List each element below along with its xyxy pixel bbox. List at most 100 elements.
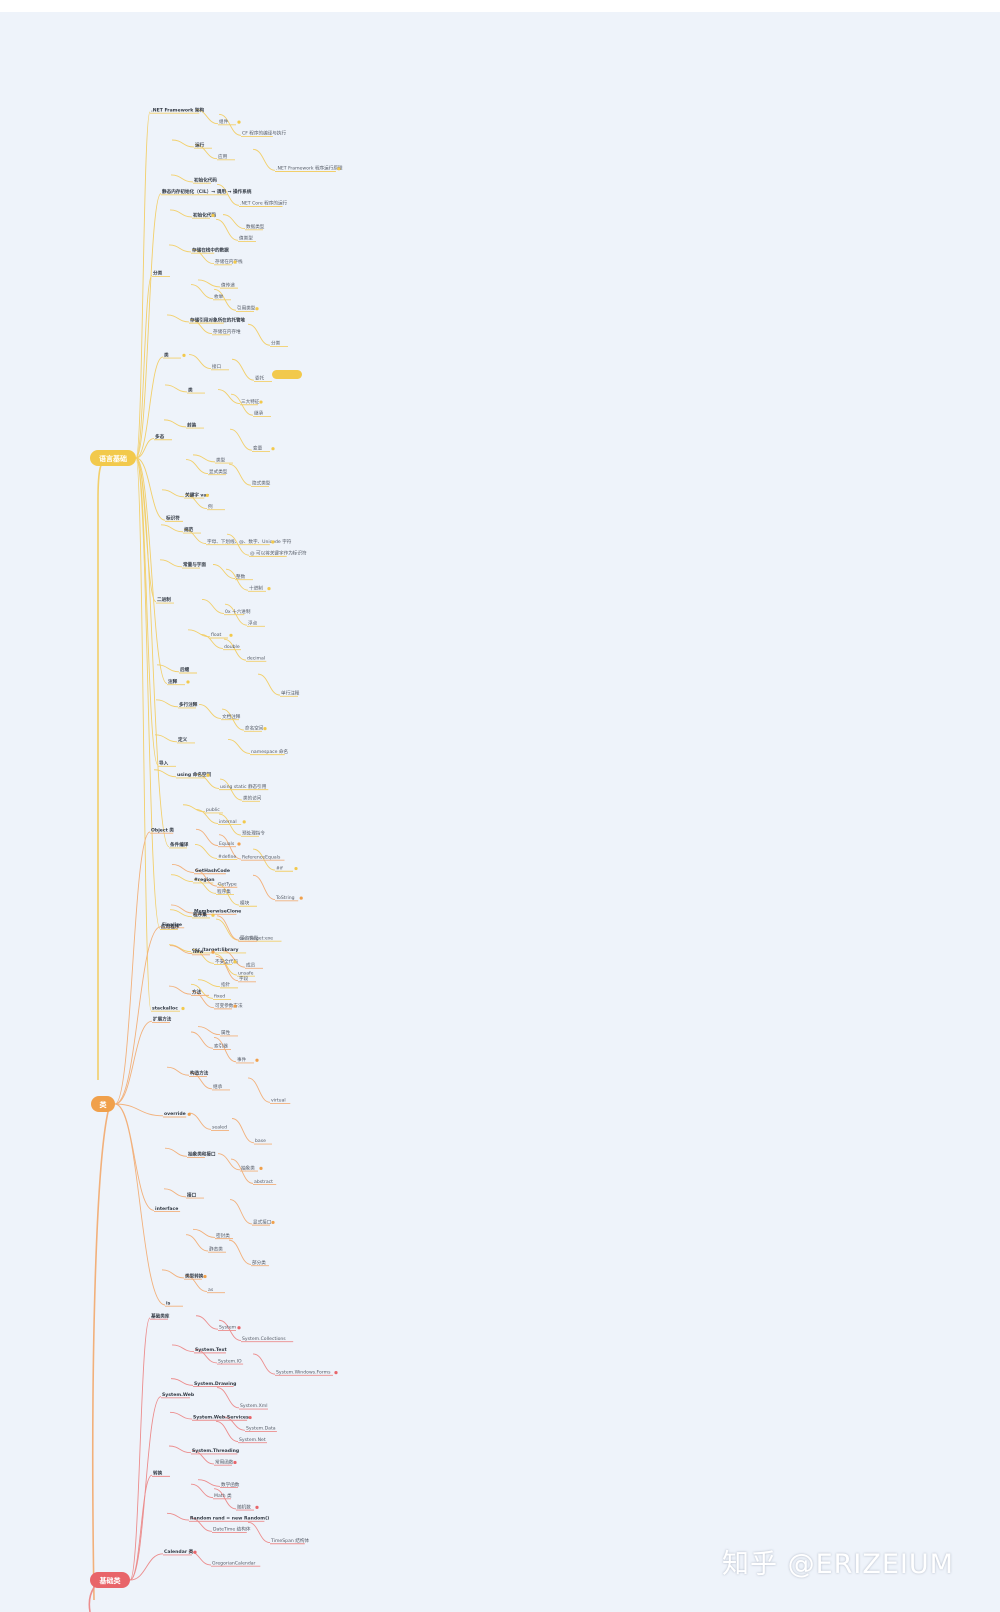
connector-line <box>252 1353 276 1375</box>
connector-line <box>227 738 251 754</box>
node-label: 应用 <box>218 153 228 160</box>
note-icon <box>237 842 241 846</box>
connector-line <box>213 1036 237 1063</box>
connector-line <box>171 139 195 148</box>
node-label: #region <box>194 877 215 883</box>
node-label: Calendar 类 <box>164 1548 194 1555</box>
node-label: stackalloc <box>152 1005 178 1011</box>
connector-line <box>197 979 221 988</box>
connector-line <box>164 384 188 393</box>
connector-line <box>171 1344 195 1353</box>
connector-line <box>231 1118 255 1144</box>
node-label: 随机数 <box>237 1503 251 1510</box>
connector-line <box>164 1147 188 1157</box>
node-label: .NET Core 程序的运行 <box>240 200 288 207</box>
connector-line <box>114 1103 166 1306</box>
connector-line <box>156 664 180 673</box>
connector-line <box>200 634 224 649</box>
note-icon <box>233 1460 237 1465</box>
connector-line <box>189 1517 213 1532</box>
connector-line <box>190 1483 214 1499</box>
connector-line <box>247 1521 271 1543</box>
connector-line <box>257 673 281 696</box>
branch-lines-language <box>135 109 336 1012</box>
node-label: 存储在栈中的数据 <box>192 246 229 253</box>
node-label: System.Net <box>239 1437 266 1443</box>
note-icon <box>233 1004 237 1008</box>
node-label: sealed <box>212 1125 227 1131</box>
note-icon <box>205 493 209 497</box>
connector-line <box>215 218 239 241</box>
node-label: Random rand = new Random() <box>190 1515 269 1521</box>
connector-line <box>252 148 276 171</box>
node-label: as <box>208 1288 214 1293</box>
connector-line <box>191 1450 215 1465</box>
node-label: Object 类 <box>151 826 174 833</box>
connector-line <box>195 808 219 824</box>
node-label: 数据类型 <box>246 223 265 230</box>
node-label: 字母、下划线、@、数字、Unicode 字符 <box>207 538 292 545</box>
node-label: decimal <box>247 656 265 662</box>
connector-line <box>223 638 247 661</box>
note-icon <box>299 896 303 900</box>
connector-line <box>216 915 240 941</box>
watermark: 知乎 @ERIZEIUM <box>722 1549 954 1580</box>
connector-line <box>192 454 216 463</box>
node-label: Equals <box>219 841 235 847</box>
note-icon <box>242 820 246 824</box>
connector-line <box>191 249 215 265</box>
node-label: 初始化代码 <box>194 176 217 183</box>
section-node-base-class[interactable]: 基础类 <box>90 1572 130 1588</box>
node-label: 0x 十六进制 <box>225 608 251 615</box>
node-label: using static 静态引用 <box>220 783 267 790</box>
connector-line <box>216 183 240 206</box>
connector-line <box>168 985 192 995</box>
node-label: 单行注释 <box>281 690 300 697</box>
connector-line <box>224 603 248 626</box>
section-node-class[interactable]: 类 <box>91 1096 115 1112</box>
node-label: System <box>219 1325 237 1331</box>
connector-line <box>229 1199 253 1225</box>
node-label: interface <box>155 1206 178 1212</box>
connector-line <box>218 813 242 836</box>
node-label: new <box>193 950 204 955</box>
node-label: 方法 <box>192 989 202 996</box>
node-label: 多态 <box>155 433 165 440</box>
node-label: 模块 <box>240 899 250 906</box>
node-label: System.Collections <box>242 1336 286 1342</box>
branch-lines-base-class <box>129 1315 333 1581</box>
connector-line <box>213 288 237 311</box>
note-icon <box>233 260 237 264</box>
connector-line <box>194 1348 218 1364</box>
node-label: base <box>255 1138 266 1144</box>
node-label: 组件 <box>219 118 229 125</box>
node-label: 初始化代码 <box>193 211 216 218</box>
connector-line <box>129 1474 153 1581</box>
branch-lines-class <box>114 828 299 1307</box>
node-label: GregorianCalendar <box>212 1560 256 1566</box>
node-label: 指针 <box>221 981 231 988</box>
connector-line <box>230 393 254 416</box>
connector-line <box>135 356 164 459</box>
node-label: System.Threading <box>192 1448 239 1454</box>
connector-line <box>135 457 168 684</box>
node-label: csc /target:library <box>192 947 239 953</box>
connector-line <box>189 319 213 335</box>
connector-line <box>252 848 276 871</box>
note-icon <box>267 587 271 591</box>
note-icon <box>211 913 215 917</box>
node-label: virtual <box>271 1098 286 1104</box>
connector-line <box>228 463 252 486</box>
node-label: 值传递 <box>221 281 235 288</box>
connector-line <box>196 773 220 789</box>
node-label: MemberwiseClone <box>194 908 241 914</box>
connector-line <box>184 1274 208 1292</box>
note-icon <box>237 120 241 124</box>
note-icon <box>186 680 190 684</box>
top-band <box>0 0 1000 12</box>
section-node-language[interactable]: 语言基础 <box>90 450 136 466</box>
node-label: 关键字 var <box>185 491 209 498</box>
node-label: 显式接口 <box>253 1218 272 1225</box>
node-label: 接口 <box>212 363 222 370</box>
